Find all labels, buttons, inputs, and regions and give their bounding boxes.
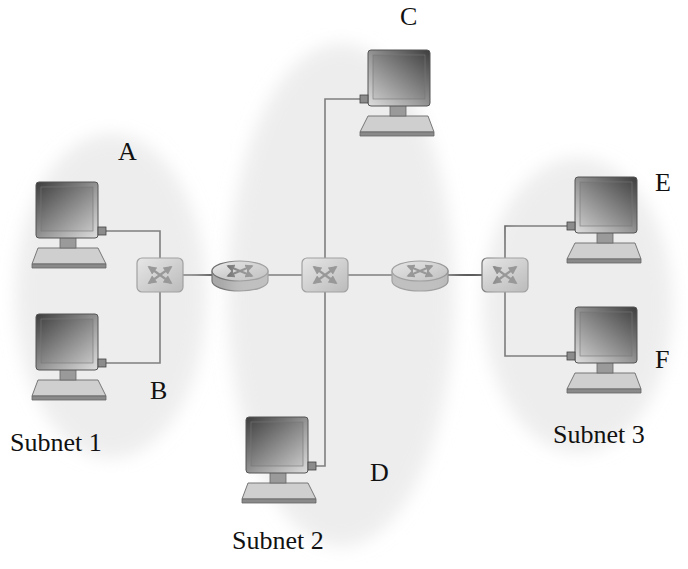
computer-node: A: [28, 180, 108, 270]
computer-icon-part: [373, 55, 425, 99]
computer-icon-part: [368, 50, 430, 106]
host-label: B: [150, 376, 167, 406]
computer-node: B: [28, 312, 108, 402]
computer-icon-part: [567, 352, 575, 360]
computer-icon-part: [98, 359, 106, 367]
subnet-label: Subnet 3: [553, 420, 645, 450]
computer-icon: [358, 48, 438, 138]
computer-icon: [32, 314, 106, 400]
subnet-region-shape: [228, 44, 454, 546]
computer-icon-part: [360, 132, 434, 136]
computer-icon-part: [32, 248, 106, 264]
computer-icon-part: [32, 264, 106, 268]
computer-icon-part: [36, 182, 98, 238]
computer-icon-part: [580, 312, 632, 356]
subnet-label: Subnet 2: [232, 526, 324, 556]
subnet-region: Subnet 2 C D: [212, 28, 470, 562]
computer-icon-part: [597, 232, 613, 243]
subnet-region-shape: [16, 134, 206, 458]
computer-icon-part: [567, 389, 641, 393]
computer-icon: [567, 177, 641, 263]
computer-icon-part: [567, 243, 641, 259]
computer-icon-part: [308, 462, 316, 470]
computer-icon: [238, 415, 318, 505]
computer-icon: [565, 175, 645, 265]
subnet-label: Subnet 1: [10, 428, 102, 458]
computer-icon-part: [390, 105, 406, 116]
computer-icon-part: [41, 319, 93, 363]
host-label: D: [370, 458, 389, 488]
computer-icon-part: [270, 472, 286, 483]
computer-icon-part: [567, 259, 641, 263]
computer-icon-part: [32, 380, 106, 396]
computer-icon: [567, 307, 641, 393]
subnet-region: [0, 118, 222, 474]
host-label: E: [655, 168, 671, 198]
computer-icon-part: [580, 182, 632, 226]
computer-icon: [565, 305, 645, 395]
computer-icon-part: [242, 483, 316, 499]
subnet-region: Subnet 3EF: [468, 142, 688, 468]
computer-icon-part: [246, 417, 308, 473]
computer-icon: [242, 417, 316, 503]
subnet-region-shape: [484, 158, 672, 452]
subnet-region: Subnet 1AB: [0, 118, 222, 474]
computer-node: D: [238, 415, 318, 505]
computer-node: F: [565, 305, 645, 395]
computer-icon: [28, 312, 108, 402]
host-label: C: [400, 2, 417, 32]
computer-icon-part: [36, 314, 98, 370]
computer-icon: [28, 180, 108, 270]
computer-icon-part: [60, 237, 76, 248]
computer-icon-part: [251, 422, 303, 466]
computer-icon-part: [360, 116, 434, 132]
computer-icon-part: [98, 227, 106, 235]
computer-icon-part: [242, 499, 316, 503]
computer-icon-part: [60, 369, 76, 380]
computer-icon-part: [567, 222, 575, 230]
computer-node: C: [358, 48, 438, 138]
computer-icon: [32, 182, 106, 268]
computer-icon-part: [575, 307, 637, 363]
computer-icon: [360, 50, 434, 136]
subnet-region: [212, 28, 470, 562]
host-label: A: [118, 137, 137, 167]
computer-icon-part: [41, 187, 93, 231]
computer-icon-part: [575, 177, 637, 233]
computer-node: E: [565, 175, 645, 265]
computer-icon-part: [360, 95, 368, 103]
computer-icon-part: [567, 373, 641, 389]
computer-icon-part: [597, 362, 613, 373]
host-label: F: [655, 345, 669, 375]
computer-icon-part: [32, 396, 106, 400]
